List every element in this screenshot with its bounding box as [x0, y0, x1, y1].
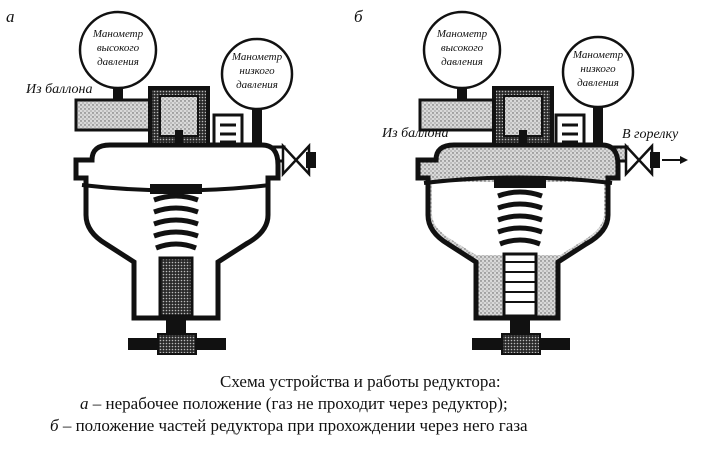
- caption-title: Схема устройства и работы редуктора:: [220, 372, 501, 391]
- adjusting-screw-a: [158, 256, 194, 318]
- caption-line-a: а – нерабочее положение (газ не проходит…: [80, 393, 508, 414]
- gauge-high-b-line3: давления: [441, 56, 483, 68]
- outlet-valve-b: [624, 142, 654, 178]
- outlet-valve-a: [281, 142, 311, 178]
- caption-line-b: б – положение частей редуктора при прохо…: [50, 415, 528, 436]
- gauge-low-a-line2: низкого: [239, 65, 275, 77]
- panel-b-letter: б: [354, 7, 363, 26]
- gauge-high-b: Манометр высокого давления: [422, 10, 502, 104]
- panel-a: а Манометр высокого давления Манометр ни…: [6, 7, 316, 355]
- gauge-high-b-line1: Манометр: [436, 28, 488, 40]
- caption-line-b-text: – положение частей редуктора при прохожд…: [58, 416, 528, 435]
- gauge-high-b-line2: высокого: [441, 42, 484, 54]
- gauge-low-b: Манометр низкого давления: [561, 35, 635, 153]
- gauge-high-a-line3: давления: [97, 56, 139, 68]
- outlet-label-b: В горелку: [622, 127, 679, 142]
- caption-line-a-letter: а: [80, 394, 89, 413]
- gauge-low-a-line3: давления: [236, 79, 278, 91]
- panel-b: б Манометр высокого давления Манометр ни…: [354, 7, 688, 355]
- gauge-high-a-line2: высокого: [97, 42, 140, 54]
- inlet-label-a: Из баллона: [25, 82, 92, 97]
- main-spring-a: [153, 193, 199, 251]
- gauge-low-a: Манометр низкого давления: [220, 37, 294, 153]
- gauge-low-b-line3: давления: [577, 77, 619, 89]
- caption-line-a-text: – нерабочее положение (газ не проходит ч…: [88, 394, 508, 413]
- gauge-low-b-line2: низкого: [580, 63, 616, 75]
- gauge-low-b-line1: Манометр: [572, 49, 624, 61]
- gauge-high-a: Манометр высокого давления: [78, 10, 158, 104]
- main-spring-b: [497, 189, 543, 247]
- diaphragm-b: [423, 175, 613, 185]
- inlet-pipe-b: [418, 98, 502, 132]
- inlet-pipe-a: [74, 98, 158, 132]
- caption-line-b-letter: б: [50, 416, 59, 435]
- gauge-low-a-line1: Манометр: [231, 51, 283, 63]
- gauge-high-a-line1: Манометр: [92, 28, 144, 40]
- adjusting-screw-b: [502, 252, 538, 318]
- panel-a-letter: а: [6, 7, 15, 26]
